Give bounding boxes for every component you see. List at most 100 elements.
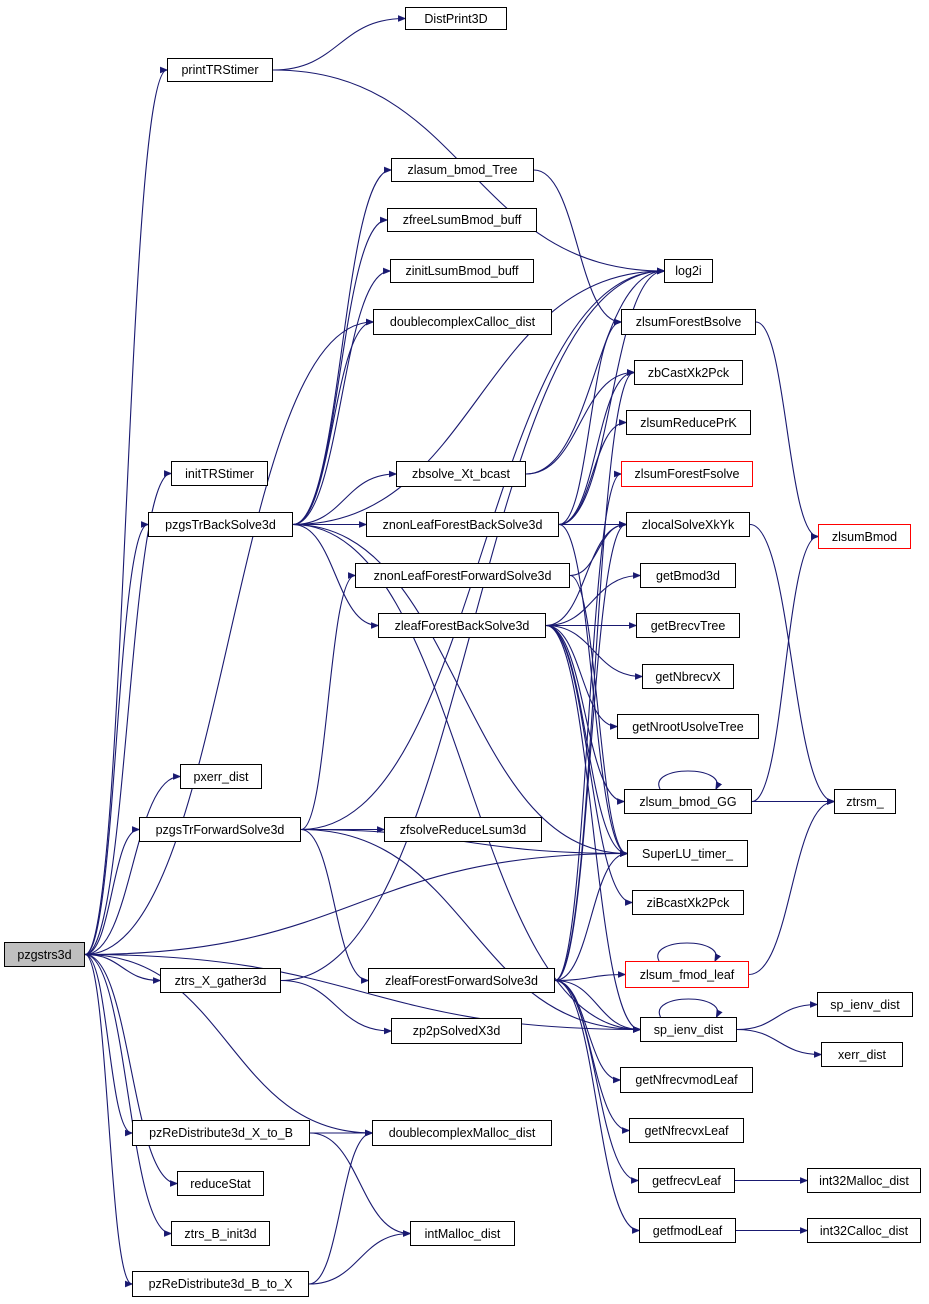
node-int32malloc-dist[interactable]: int32Malloc_dist — [807, 1168, 921, 1193]
node-zlsumreduceprk[interactable]: zlsumReducePrK — [626, 410, 751, 435]
edge-zleafforestforwardsolve3d-to-getfrecvleaf — [554, 979, 638, 1181]
edge-pzgstrbacksolve3d-to-zinitlsumbmod-buff — [292, 271, 390, 526]
node-zp2psolvedx3d[interactable]: zp2pSolvedX3d — [391, 1018, 522, 1044]
node-xerr-dist[interactable]: xerr_dist — [821, 1042, 903, 1067]
node-getnfrecvmodleaf[interactable]: getNfrecvmodLeaf — [620, 1067, 753, 1093]
edge-sp-ienv-dist-to-leaf — [736, 1005, 817, 1031]
node-pzgstrbacksolve3d[interactable]: pzgsTrBackSolve3d — [148, 512, 293, 537]
edge-zleafforestforwardsolve3d-to-zlsum-fmod-leaf — [554, 975, 625, 982]
node-zfreelsumbmod-buff[interactable]: zfreeLsumBmod_buff — [387, 208, 537, 232]
edge-pzgstrs3d-to-pzgstrbacksolve3d — [84, 525, 148, 956]
edge-znonleafforestbacksolve3d-to-superlu-timer — [558, 523, 627, 854]
node-getbrecvtree[interactable]: getBrecvTree — [636, 613, 740, 638]
edge-zleafforestforwardsolve3d-to-zlsumforestfsolve — [554, 474, 621, 982]
node-doublecomplexcalloc-dist[interactable]: doublecomplexCalloc_dist — [373, 309, 552, 335]
edge-zleafforestforwardsolve3d-to-getnfrecvmodleaf — [554, 979, 620, 1081]
edge-zbsolve-xt-bcast-to-log2i — [525, 271, 664, 475]
edge-pzgstrbacksolve3d-to-log2i — [292, 271, 664, 526]
node-getnfrecvxleaf[interactable]: getNfrecvxLeaf — [629, 1118, 744, 1143]
node-distprint3d[interactable]: DistPrint3D — [405, 7, 507, 30]
node-int32calloc-dist[interactable]: int32Calloc_dist — [807, 1218, 921, 1243]
edge-pzgstrforwardsolve3d-to-sp-ienv-dist — [300, 828, 640, 1030]
node-getfrecvleaf[interactable]: getfrecvLeaf — [638, 1168, 735, 1193]
edge-znonleafforestbacksolve3d-to-zlsumforestbsolve — [558, 322, 621, 526]
edge-pzgstrs3d-to-reducestat — [84, 953, 177, 1184]
edge-zleafforestforwardsolve3d-to-sp-ienv-dist — [554, 979, 640, 1030]
node-znonleafforestforwardsolve3d[interactable]: znonLeafForestForwardSolve3d — [355, 563, 570, 588]
node-zfsolvereducelsum3d[interactable]: zfsolveReduceLsum3d — [384, 817, 542, 842]
edge-pzredistribute3d-b-to-x-to-doublecomplexmalloc-dist — [308, 1133, 372, 1285]
node-zlsum-fmod-leaf[interactable]: zlsum_fmod_leaf — [625, 961, 749, 988]
edge-pzgstrs3d-to-pxerr-dist — [84, 777, 180, 956]
node-intmalloc-dist[interactable]: intMalloc_dist — [410, 1221, 515, 1246]
edge-pzredistribute3d-b-to-x-to-intmalloc-dist — [308, 1234, 410, 1285]
edge-zlsumforestbsolve-to-zlsumbmod — [755, 321, 818, 537]
edge-zleafforestforwardsolve3d-to-getnfrecvxleaf — [554, 979, 629, 1131]
node-printtrstimer[interactable]: printTRStimer — [167, 58, 273, 82]
edge-zlsum-bmod-gg-to-zlsum-bmod-gg — [658, 770, 717, 789]
edge-pzgstrbacksolve3d-to-zfreelsumbmod-buff — [292, 220, 387, 526]
node-zinitlsumbmod-buff[interactable]: zinitLsumBmod_buff — [390, 259, 534, 283]
node-reducestat[interactable]: reduceStat — [177, 1171, 264, 1196]
node-doublecomplexmalloc-dist[interactable]: doublecomplexMalloc_dist — [372, 1120, 552, 1146]
edge-pzgstrbacksolve3d-to-superlu-timer — [292, 523, 627, 854]
edge-sp-ienv-dist-to-xerr-dist — [736, 1028, 821, 1055]
call-edges — [84, 19, 834, 1285]
edge-pzgstrbacksolve3d-to-zlasum-bmod-tree — [292, 170, 391, 526]
edge-printtrstimer-to-distprint3d — [272, 19, 405, 71]
node-sp-ienv-dist[interactable]: sp_ienv_dist — [640, 1017, 737, 1042]
node-zbcastxk2pck[interactable]: zbCastXk2Pck — [634, 360, 743, 385]
node-zlsumforestbsolve[interactable]: zlsumForestBsolve — [621, 309, 756, 335]
node-zleafforestbacksolve3d[interactable]: zleafForestBackSolve3d — [378, 613, 546, 638]
node-pzgstrs3d[interactable]: pzgstrs3d — [4, 942, 85, 967]
edge-ztrs-x-gather3d-to-zp2psolvedx3d — [280, 979, 391, 1032]
edge-zleafforestbacksolve3d-to-getnrootusolvetree — [545, 624, 617, 727]
edge-zlocalsolvexkyk-to-ztrsm — [749, 523, 834, 802]
edge-zlsum-bmod-gg-to-zlsumbmod — [751, 537, 818, 803]
edge-pzgstrforwardsolve3d-to-zleafforestforwardsolve3d — [300, 828, 368, 981]
edge-zleafforestbacksolve3d-to-getnbrecvx — [545, 624, 642, 677]
node-znonleafforestbacksolve3d[interactable]: znonLeafForestBackSolve3d — [366, 512, 559, 537]
node-pzgstrforwardsolve3d[interactable]: pzgsTrForwardSolve3d — [139, 817, 301, 842]
node-zlocalsolvexkyk[interactable]: zlocalSolveXkYk — [626, 512, 750, 537]
node-getnrootusolvetree[interactable]: getNrootUsolveTree — [617, 714, 759, 739]
edge-pzgstrs3d-to-doublecomplexmalloc-dist — [84, 953, 372, 1134]
node-zlasum-bmod-tree[interactable]: zlasum_bmod_Tree — [391, 158, 534, 182]
node-zleafforestforwardsolve3d[interactable]: zleafForestForwardSolve3d — [368, 968, 555, 993]
node-zlsum-bmod-gg[interactable]: zlsum_bmod_GG — [624, 789, 752, 814]
node-getfmodleaf[interactable]: getfmodLeaf — [639, 1218, 736, 1243]
edge-zleafforestforwardsolve3d-to-zlocalsolvexkyk — [554, 525, 626, 982]
node-sp-ienv-dist-leaf[interactable]: sp_ienv_dist — [817, 992, 913, 1017]
edge-pzgstrs3d-to-pzredistribute3d-b-to-x — [84, 953, 132, 1285]
node-pxerr-dist[interactable]: pxerr_dist — [180, 764, 262, 789]
edge-pzgstrs3d-to-pzgstrforwardsolve3d — [84, 830, 139, 956]
node-superlu-timer[interactable]: SuperLU_timer_ — [627, 840, 748, 867]
node-ztrs-b-init3d[interactable]: ztrs_B_init3d — [171, 1221, 270, 1246]
edge-pzgstrs3d-to-ztrs-x-gather3d — [84, 953, 160, 981]
edge-znonleafforestforwardsolve3d-to-superlu-timer — [569, 574, 627, 854]
node-zlsumbmod[interactable]: zlsumBmod — [818, 524, 911, 549]
node-pzredistribute3d-b-to-x[interactable]: pzReDistribute3d_B_to_X — [132, 1271, 309, 1297]
node-log2i[interactable]: log2i — [664, 259, 713, 283]
edge-zlsum-fmod-leaf-to-zlsum-fmod-leaf — [657, 942, 716, 961]
edge-zleafforestforwardsolve3d-to-superlu-timer — [554, 854, 627, 982]
edge-pzgstrs3d-to-pzredistribute3d-x-to-b — [84, 953, 132, 1134]
edge-pzgstrs3d-to-sp-ienv-dist — [84, 953, 640, 1030]
edge-zleafforestbacksolve3d-to-sp-ienv-dist — [545, 624, 640, 1030]
node-zbsolve-xt-bcast[interactable]: zbsolve_Xt_bcast — [396, 461, 526, 487]
node-getnbrecvx[interactable]: getNbrecvX — [642, 664, 734, 689]
edge-zleafforestbacksolve3d-to-superlu-timer — [545, 624, 627, 854]
edge-pzgstrs3d-to-ztrs-b-init3d — [84, 953, 171, 1234]
node-ztrsm[interactable]: ztrsm_ — [834, 789, 896, 814]
edge-znonleafforestbacksolve3d-to-zbcastxk2pck — [558, 373, 634, 526]
node-zlsumforestfsolve[interactable]: zlsumForestFsolve — [621, 461, 753, 487]
node-getbmod3d[interactable]: getBmod3d — [640, 563, 736, 588]
edge-zleafforestforwardsolve3d-to-getfmodleaf — [554, 979, 639, 1231]
edge-zleafforestbacksolve3d-to-zlsum-bmod-gg — [545, 624, 624, 802]
node-zibcastxk2pck[interactable]: ziBcastXk2Pck — [632, 890, 744, 915]
node-ztrs-x-gather3d[interactable]: ztrs_X_gather3d — [160, 968, 281, 993]
node-inittrstimer[interactable]: initTRStimer — [171, 461, 268, 486]
edge-sp-ienv-dist-to-sp-ienv-dist — [658, 998, 717, 1017]
node-pzredistribute3d-x-to-b[interactable]: pzReDistribute3d_X_to_B — [132, 1120, 310, 1146]
